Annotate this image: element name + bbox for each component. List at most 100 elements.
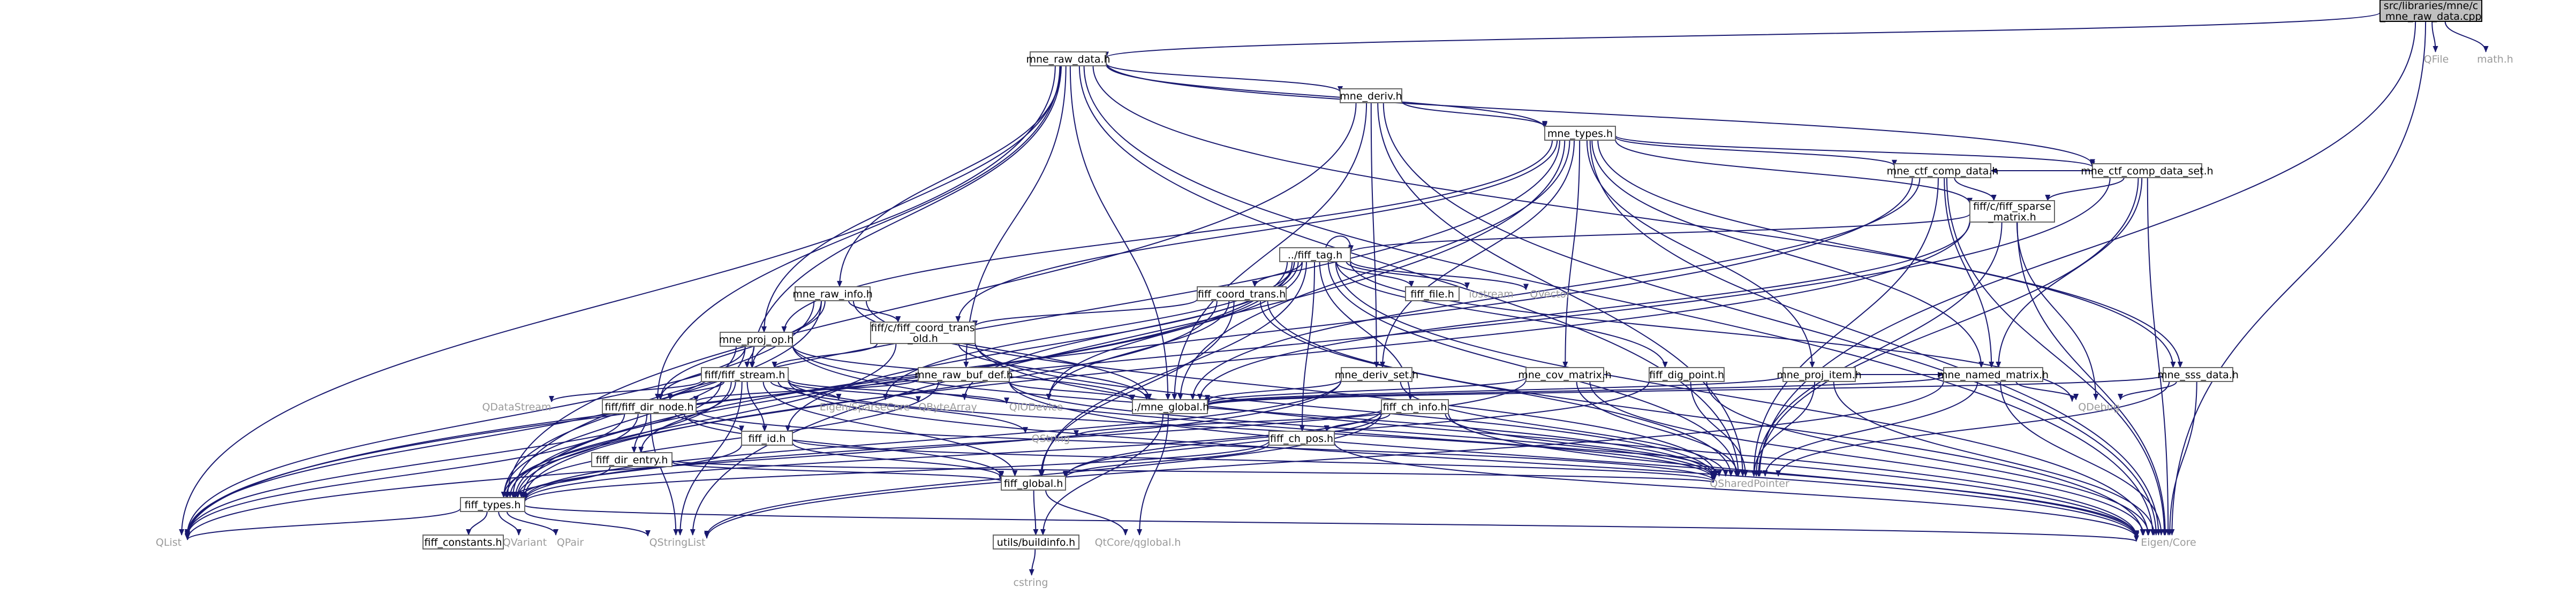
edge-root-to-qsharedpointer: [1757, 21, 2416, 477]
node-label: utils/buildinfo.h: [997, 537, 1075, 548]
edge-fiff_stream-to-fiff_dir_node: [667, 381, 725, 400]
edge-fiff_sparse_matrix-to-fiff_types: [522, 219, 1970, 499]
node-label: ../fiff_tag.h: [1288, 249, 1342, 261]
node-mne-proj-op[interactable]: mne_proj_op.h: [719, 332, 794, 347]
node-box: [1001, 476, 1066, 491]
node-mne-deriv-set[interactable]: mne_deriv_set.h: [1335, 367, 1418, 382]
edge-fiff_id-to-qsharedpointer: [792, 439, 1716, 482]
edge-mne_ctf_comp_data-to-mne_global: [1190, 177, 1921, 400]
node-box: [1969, 200, 2055, 223]
node-fiff-dir-entry[interactable]: fiff_dir_entry.h: [591, 452, 673, 467]
edge-fiff_coord_trans-to-qsharedpointer: [1259, 300, 1734, 477]
edge-fiff_ch_info-to-qstringlist: [704, 413, 1382, 537]
node-fiff-dir-node[interactable]: fiff/fiff_dir_node.h: [602, 399, 697, 414]
edge-mne_ctf_comp_data_set-to-eigen_core: [2147, 177, 2171, 536]
node-label: mne_proj_item.h: [1777, 369, 1862, 381]
node-fiff-ch-info[interactable]: fiff_ch_info.h: [1381, 399, 1449, 414]
node-qfile: QFile: [2424, 54, 2449, 65]
node-fiff-types[interactable]: fiff_types.h: [460, 497, 525, 512]
node-mne-global[interactable]: ../mne_global.h: [1131, 399, 1209, 414]
edge-fiff_tag-to-qbytearray: [962, 261, 1299, 400]
edge-fiff_stream-to-qiodevice: [788, 379, 1009, 404]
edge-fiff_ch_pos-to-fiff_global: [1063, 443, 1270, 478]
edge-mne_proj_item-to-eigen_core: [1833, 381, 2157, 536]
edge-fiff_tag-to-qlist: [185, 261, 1288, 538]
node-root[interactable]: src/libraries/mne/c_mne_raw_data.cpp: [2379, 0, 2482, 22]
node-mne-ctf-comp-data[interactable]: mne_ctf_comp_data.h: [1887, 163, 1999, 178]
node-label: _old.h: [907, 333, 938, 345]
edge-fiff_types-to-qpair: [506, 511, 559, 536]
node-label: QFile: [2424, 54, 2449, 65]
node-buildinfo[interactable]: utils/buildinfo.h: [993, 535, 1079, 549]
node-label: mne_raw_data.h: [1026, 54, 1110, 65]
node-mne-raw-info[interactable]: mne_raw_info.h: [792, 286, 873, 301]
edge-fiff_types-to-qstringlist: [524, 510, 651, 537]
node-fiff-constants[interactable]: fiff_constants.h: [422, 535, 504, 549]
edge-fiff_tag-to-qiodevice: [1046, 261, 1303, 400]
edge-fiff_ch_info-to-fiff_global: [1063, 413, 1382, 477]
edge-fiff_coord_trans_old-to-mne_global: [958, 343, 1150, 400]
node-box: [1268, 431, 1335, 446]
edge-fiff_dir_entry-to-qsharedpointer: [671, 460, 1716, 483]
node-fiff-dig-point[interactable]: fiff_dig_point.h: [1649, 367, 1725, 382]
edge-fiff_ch_info-to-qstring: [1074, 409, 1382, 437]
node-label: mne_proj_op.h: [719, 334, 794, 346]
edge-mne_raw_info-to-fiff_coord_trans_old: [848, 300, 901, 323]
edge-fiff_coord_trans_old-to-qsharedpointer: [975, 342, 1716, 477]
edge-mne_raw_data-to-eigen_core: [1083, 65, 2156, 536]
node-fiff-stream[interactable]: fiff/fiff_stream.h: [701, 367, 789, 382]
node-mne-raw-data[interactable]: mne_raw_data.h: [1026, 51, 1111, 66]
node-fiff-coord-trans-old[interactable]: fiff/c/fiff_coord_trans_old.h: [870, 322, 976, 345]
edge-fiff_dig_point-to-qsharedpointer: [1690, 381, 1748, 477]
node-fiff-file[interactable]: fiff_file.h: [1405, 286, 1460, 301]
node-label: _mne_raw_data.cpp: [2379, 11, 2481, 22]
node-mne-types[interactable]: mne_types.h: [1544, 126, 1616, 141]
edge-mne_raw_data-to-mne_raw_buf_def: [963, 65, 1067, 368]
node-mne-sss-data[interactable]: mne_sss_data.h: [2157, 367, 2239, 382]
edge-mne_raw_data-to-mne_deriv: [1106, 63, 1343, 93]
edge-root-to-qfile: [2431, 21, 2438, 52]
edge-fiff_types-to-fiff_constants: [466, 511, 488, 536]
node-mne-cov-matrix[interactable]: mne_cov_matrix.h: [1518, 367, 1612, 382]
edge-fiff_coord_trans-to-eigen_core: [1267, 300, 2146, 536]
edge-fiff_sparse_matrix-to-qdebug: [2016, 222, 2099, 400]
node-label: fiff_dir_entry.h: [596, 454, 668, 466]
edge-mne_named_matrix-to-eigen_core: [2000, 381, 2164, 536]
node-fiff-coord-trans[interactable]: fiff_coord_trans.h: [1197, 286, 1287, 301]
node-label: QtCore/qglobal.h: [1095, 537, 1181, 548]
node-fiff-sparse-matrix[interactable]: fiff/c/fiff_sparse_matrix.h: [1969, 200, 2055, 223]
node-qvector: QVector: [1530, 288, 1570, 300]
edge-mne_cov_matrix-to-qsharedpointer: [1576, 381, 1741, 477]
node-label: fiff_id.h: [749, 433, 786, 445]
edge-fiff_id-to-fiff_global: [792, 442, 1004, 478]
edge-mne_sss_data-to-mne_global: [1205, 375, 2164, 406]
node-fiff-tag[interactable]: ../fiff_tag.h: [1279, 247, 1351, 262]
node-label: QVariant: [503, 537, 547, 548]
node-mne-proj-item[interactable]: mne_proj_item.h: [1777, 367, 1862, 382]
node-fiff-global[interactable]: fiff_global.h: [1001, 476, 1066, 491]
edge-mne_types-to-fiff_coord_trans_old: [955, 140, 1558, 323]
node-label: QByteArray: [918, 401, 977, 413]
edge-mne_ctf_comp_data_set-to-fiff_sparse_matrix: [2045, 177, 2125, 201]
node-label: fiff_constants.h: [424, 537, 502, 548]
edge-mne_raw_data-to-mne_proj_op: [761, 65, 1061, 333]
node-box: [1030, 51, 1107, 66]
edge-fiff_types-to-qlist: [185, 508, 461, 540]
node-label: QDataStream: [482, 401, 551, 413]
edge-fiff_coord_trans-to-fiff_coord_trans_old: [972, 299, 1198, 327]
node-label: mne_raw_info.h: [792, 288, 873, 300]
edge-mne_cov_matrix-to-mne_global: [1205, 377, 1527, 404]
node-label: mne_ctf_comp_data_set.h: [2081, 165, 2213, 177]
node-fiff-ch-pos[interactable]: fiff_ch_pos.h: [1268, 431, 1335, 446]
node-fiff-id[interactable]: fiff_id.h: [741, 431, 793, 446]
node-mne-raw-buf-def[interactable]: mne_raw_buf_def.h: [915, 367, 1013, 382]
node-mne-ctf-comp-data-set[interactable]: mne_ctf_comp_data_set.h: [2081, 163, 2214, 178]
node-box: [701, 367, 789, 382]
edge-fiff_tag-to-fiff_file: [1335, 261, 1414, 287]
edge-mne_raw_buf_def-to-eigen_core: [1009, 380, 2139, 538]
node-mne-named-matrix[interactable]: mne_named_matrix.h: [1938, 367, 2049, 382]
node-mne-deriv[interactable]: mne_deriv.h: [1340, 88, 1402, 103]
edge-mne_proj_op-to-qlist: [185, 346, 737, 536]
edge-fiff_stream-to-fiff_dir_entry: [638, 381, 736, 453]
edge-mne_ctf_comp_data_set-to-qsharedpointer: [1756, 177, 2139, 477]
